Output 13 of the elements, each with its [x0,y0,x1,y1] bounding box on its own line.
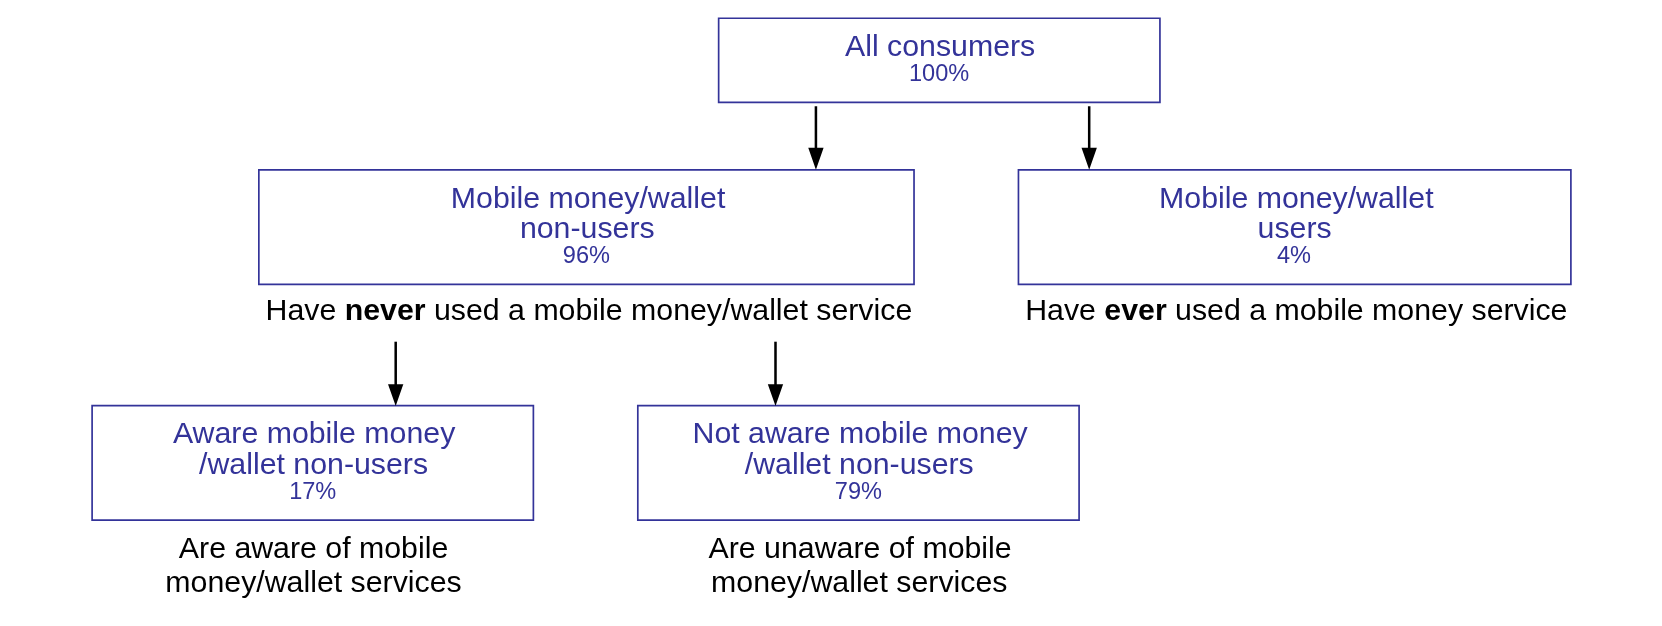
arrow [767,341,783,407]
node-box: Mobile money/wallet users 4% [1017,169,1572,286]
node-label: Are unaware of mobile money/wallet services [708,530,1012,598]
arrow [1081,106,1097,170]
node-box: Aware mobile money /wallet non-users 17% [90,404,534,521]
arrow [807,106,824,170]
node-box: All consumers 100% [717,17,1161,104]
node-box: Not aware mobile money /wallet non-users 79% [636,404,1080,521]
node-box: Mobile money/wallet non-users 96% [257,169,915,286]
node-label: Have never used a mobile money/wallet service [265,293,912,327]
arrow [387,341,403,407]
node-label: Have ever used a mobile money service [1024,293,1567,327]
node-label: Are aware of mobile money/wallet services [164,530,462,598]
